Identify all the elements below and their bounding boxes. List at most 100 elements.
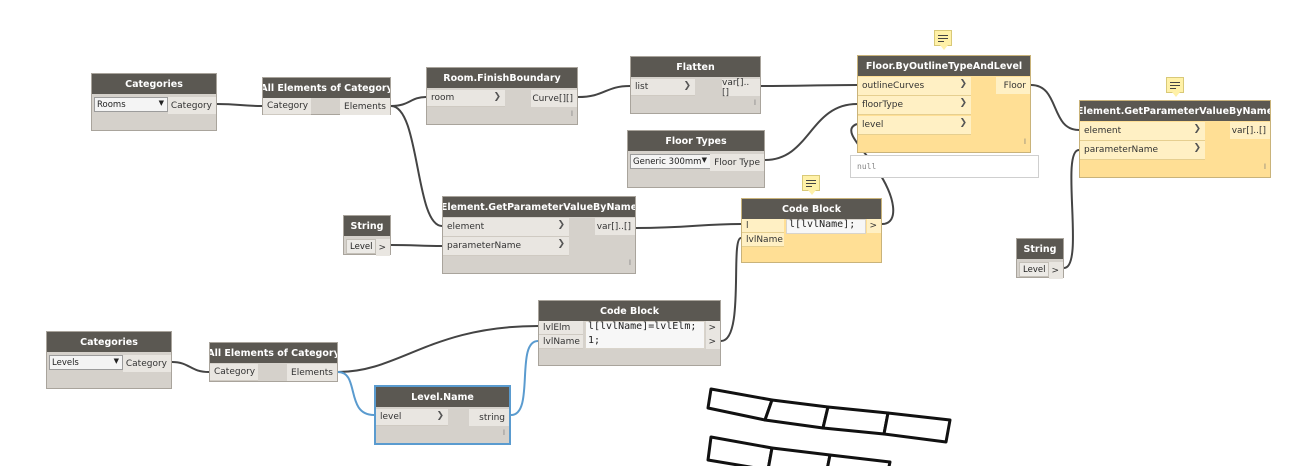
note-icon[interactable] [1166,77,1184,97]
output-port[interactable]: var[]..[] [722,78,760,98]
input-port[interactable]: lvlName [539,335,583,349]
input-port[interactable]: lvlName [742,233,784,247]
output-port[interactable]: Elements [340,98,390,115]
node-title: String [344,216,390,236]
node-title: Code Block [539,301,720,321]
preview-floor-shape [706,435,774,466]
node-title: Element.GetParameterValueByName [1080,101,1270,121]
port-label: lvlName [543,336,580,347]
string-node[interactable]: String Level > [343,215,391,256]
output-port[interactable]: Floor [996,77,1030,94]
category-dropdown[interactable]: Levels ▼ [49,355,123,370]
input-port[interactable]: element ❯ [1080,122,1205,141]
port-label: Category [125,358,167,369]
code-block-node[interactable]: Code Block l lvlName l[lvlName]; > [741,198,882,263]
input-port[interactable]: Category [263,98,311,115]
code-block-node-2[interactable]: Code Block lvlElm lvlName l[lvlName]=lvl… [538,300,721,366]
preview-floor-shape [826,453,892,466]
node-title: Floor Types [628,131,764,151]
output-port[interactable]: Floor Type [710,154,764,171]
port-label: element [1084,126,1122,136]
output-port[interactable]: var[]..[] [1230,122,1270,139]
output-port[interactable]: > [1049,262,1063,279]
input-port[interactable]: floorType ❯ [858,96,971,115]
string-input[interactable]: Level [346,239,376,254]
port-label: string [479,412,505,423]
code-text-line-1: l[lvlName]=lvlElm; [588,321,697,332]
output-port[interactable]: > [376,239,390,256]
output-port[interactable]: Curve[][] [531,90,577,107]
output-port[interactable]: var[]..[] [595,218,635,235]
port-label: Floor Type [714,157,760,168]
note-icon[interactable] [934,30,952,50]
chevron-down-icon: ▼ [158,99,164,107]
code-editor[interactable] [585,321,705,349]
dropdown-value: Generic 300mm [633,156,702,167]
level-name-node[interactable]: Level.Name level ❯ string l [374,385,511,445]
floor-types-node[interactable]: Floor Types Generic 300mm ▼ Floor Type [627,130,765,188]
flatten-node[interactable]: Flatten list ❯ var[]..[] l [630,56,761,114]
port-label: Curve[][] [532,93,573,104]
string-input[interactable]: Level [1019,262,1049,277]
floor-type-dropdown[interactable]: Generic 300mm ▼ [630,154,711,169]
node-title: Level.Name [376,387,509,407]
get-parameter-value-node-right[interactable]: Element.GetParameterValueByName element … [1079,100,1271,178]
input-port[interactable]: lvlElm [539,321,583,335]
string-value: Level [1023,264,1046,275]
all-elements-of-category-node[interactable]: All Elements of Category Category Elemen… [262,77,391,115]
input-port[interactable]: level ❯ [858,116,971,135]
node-title: All Elements of Category [210,343,337,363]
output-port[interactable]: Elements [287,364,337,381]
port-label: lvlName [746,234,783,245]
port-label: Floor [1003,80,1026,91]
port-label: Elements [344,101,386,112]
port-label: list [635,82,649,92]
port-label: > [708,337,716,347]
code-editor[interactable] [786,219,866,234]
port-label: var[]..[] [596,221,631,232]
node-title: Categories [92,74,216,94]
output-port[interactable]: > [867,219,881,233]
room-finish-boundary-node[interactable]: Room.FinishBoundary room ❯ Curve[][] l [426,67,578,125]
input-port[interactable]: parameterName ❯ [1080,141,1205,160]
preview-floor-shape [763,398,830,430]
output-port[interactable]: Category [168,97,216,114]
categories-node-rooms[interactable]: Categories Rooms ▼ Category [91,73,217,131]
port-label: parameterName [1084,145,1159,155]
output-port[interactable]: Category [123,355,171,372]
dropdown-value: Rooms [97,99,126,110]
input-port[interactable]: room ❯ [427,90,505,107]
node-title: String [1017,239,1063,259]
arrow-icon: ❯ [959,98,967,108]
input-port[interactable]: l [742,219,784,233]
arrow-icon: ❯ [1193,143,1201,153]
input-port[interactable]: element ❯ [443,218,569,237]
port-label: > [378,242,386,253]
chevron-down-icon: ▼ [701,156,707,164]
string-node-right[interactable]: String Level > [1016,238,1064,279]
port-label: > [1051,265,1059,276]
arrow-icon: ❯ [557,220,565,230]
port-label: Elements [291,367,333,378]
categories-node-levels[interactable]: Categories Levels ▼ Category [46,331,172,389]
all-elements-of-category-node-2[interactable]: All Elements of Category Category Elemen… [209,342,338,382]
preview-floor-shape [821,405,890,436]
category-dropdown[interactable]: Rooms ▼ [94,97,168,112]
port-label: Category [170,100,212,111]
note-icon[interactable] [802,175,820,195]
port-label: parameterName [447,241,522,251]
port-label: var[]..[] [1231,125,1266,136]
output-port[interactable]: string [469,409,509,426]
input-port[interactable]: outlineCurves ❯ [858,77,971,96]
input-port[interactable]: parameterName ❯ [443,237,569,256]
input-port[interactable]: list ❯ [631,79,695,96]
input-port[interactable]: Category [210,364,258,381]
output-port[interactable]: > [706,321,720,335]
port-label: floorType [862,100,904,110]
floor-by-outline-type-and-level-node[interactable]: Floor.ByOutlineTypeAndLevel outlineCurve… [857,55,1031,153]
get-parameter-value-node[interactable]: Element.GetParameterValueByName element … [442,196,636,274]
output-port[interactable]: > [706,335,720,349]
input-port[interactable]: level ❯ [376,409,448,426]
arrow-icon: ❯ [557,239,565,249]
